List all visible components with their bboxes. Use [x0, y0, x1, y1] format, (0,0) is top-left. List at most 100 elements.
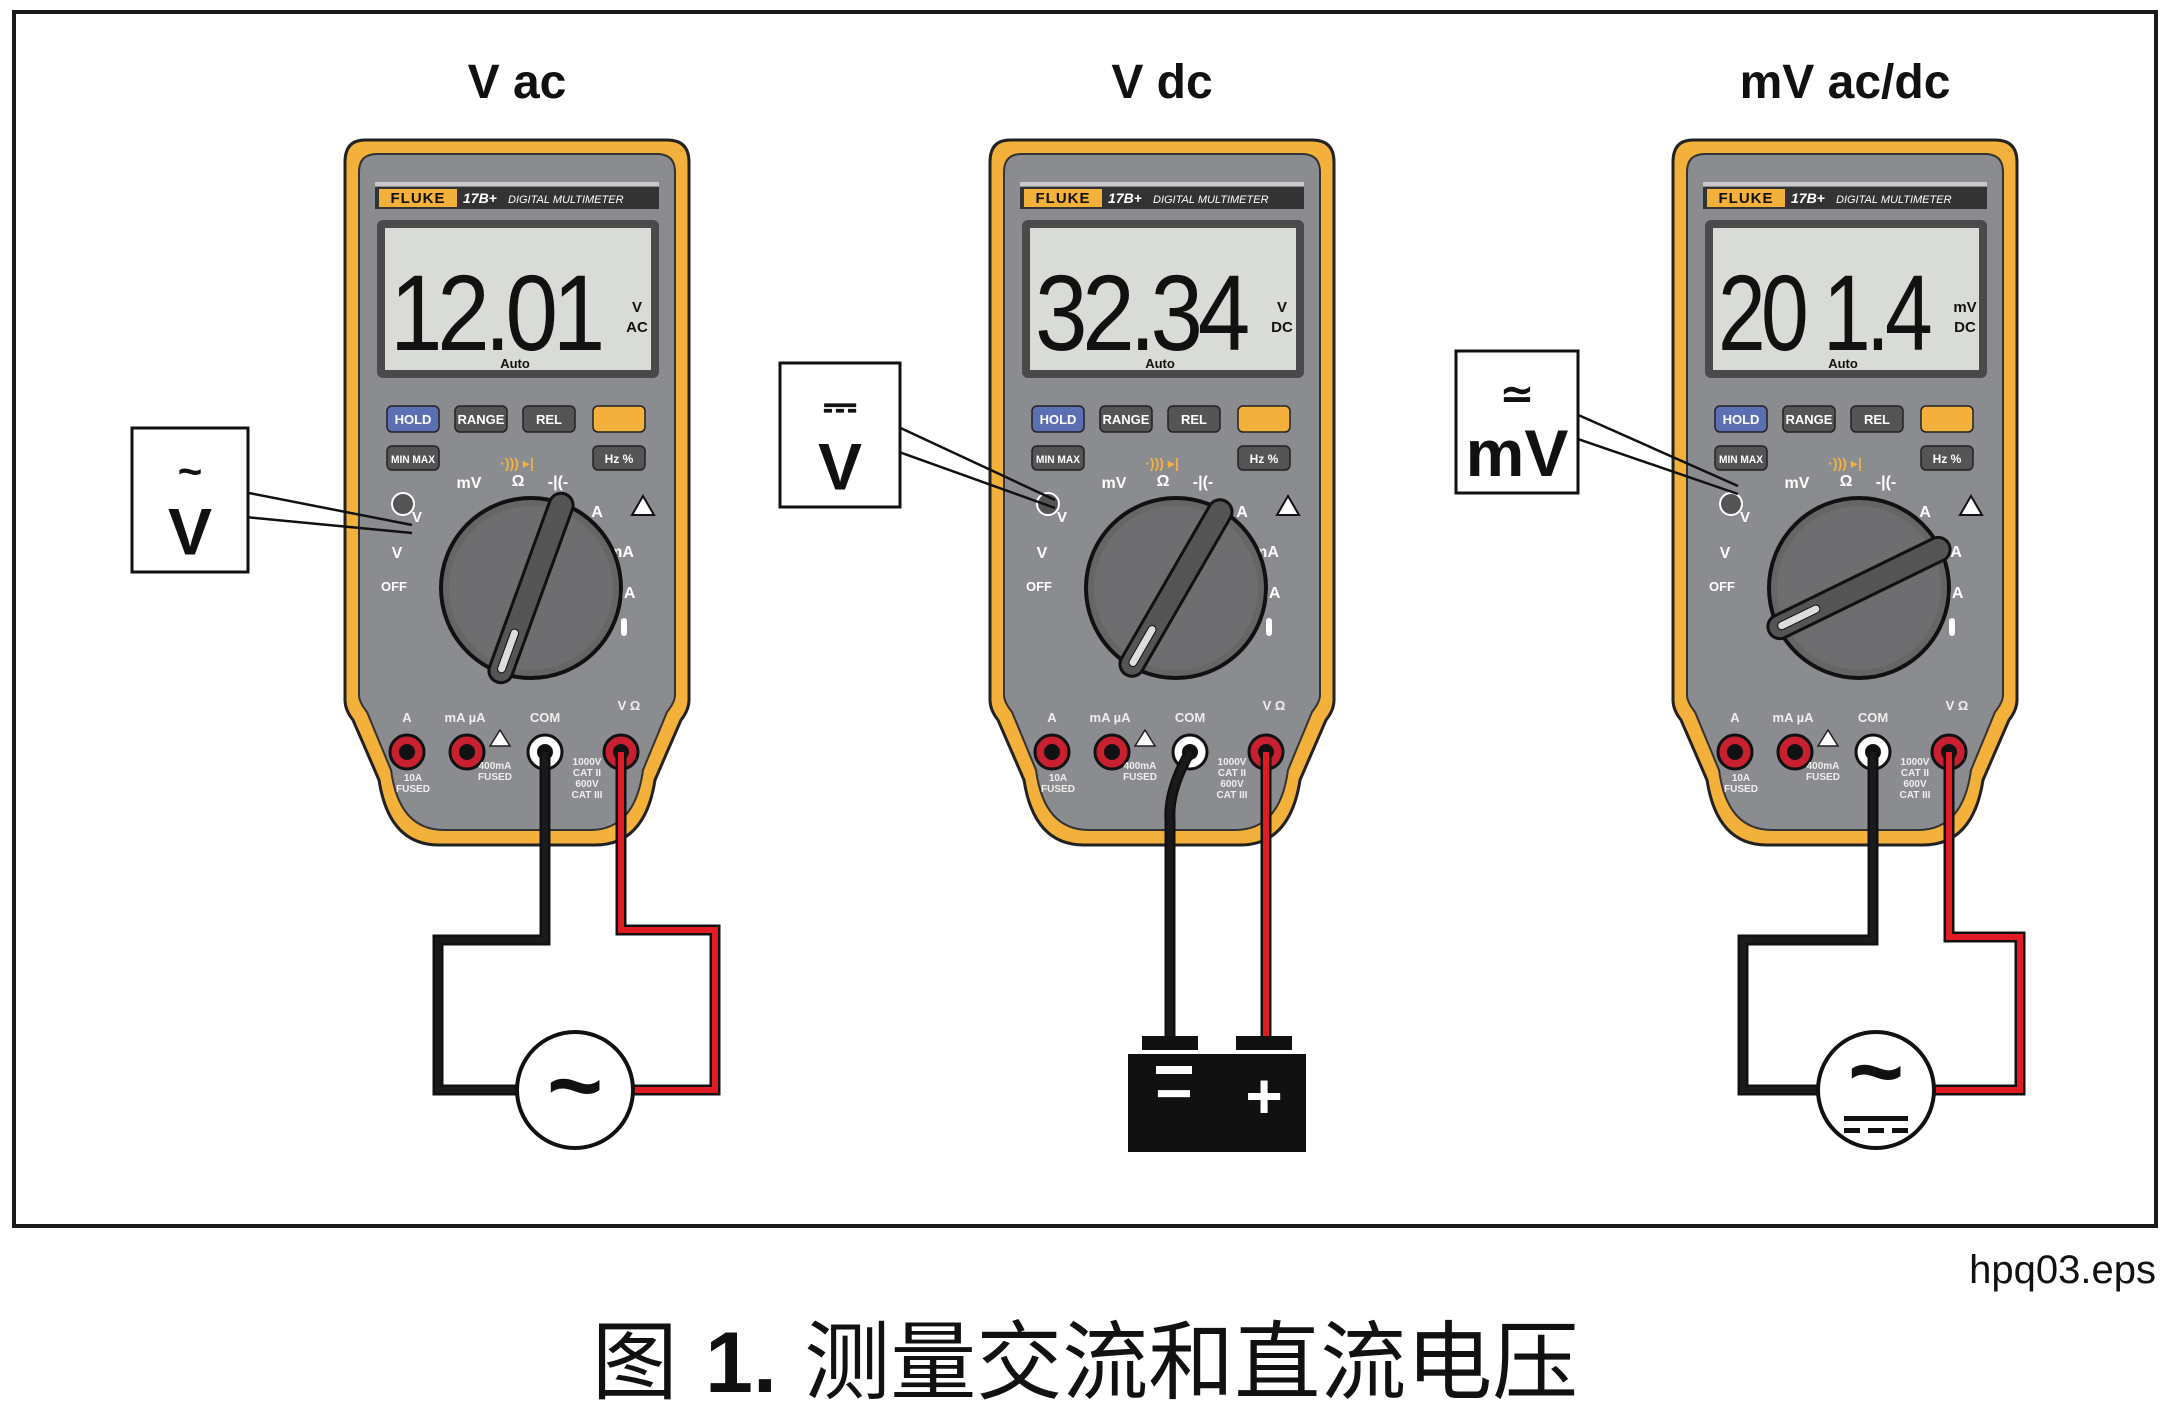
lcd-unit-top: V [1277, 299, 1287, 316]
lcd-reading: 12.01 [390, 252, 601, 373]
meter-title-3: mV ac/dc [1740, 56, 1951, 109]
hz-button-label: Hz % [1933, 452, 1962, 466]
warning-icon [1275, 494, 1301, 516]
dial-label-a: A [591, 504, 603, 521]
ac-dc-source-3-dc-dash-2 [1892, 1128, 1908, 1133]
dial-label-a: A [1919, 504, 1931, 521]
cat-ii: CAT II [1901, 768, 1929, 779]
cat-1000v: 1000V [1218, 757, 1247, 768]
lcd-mode: Auto [500, 356, 530, 371]
lcd-reading: 20 1.4 [1718, 252, 1930, 373]
dial-label-mv: mV [457, 475, 482, 492]
capacitor-icon: -|(- [1193, 474, 1213, 491]
rel-button-label: REL [536, 412, 562, 427]
thermometer-icon [621, 618, 627, 636]
capacitor-icon: -|(- [1876, 474, 1896, 491]
hold-button [1714, 405, 1768, 433]
ac-source-1-symbol: ~ [547, 1032, 603, 1139]
minmax-button-label: MIN MAX [391, 454, 436, 466]
jack-ma-hole [1104, 744, 1120, 760]
fuse-10a-sub: FUSED [1724, 784, 1758, 795]
jack-label-com: COM [1858, 710, 1888, 725]
dial-knob [1766, 535, 1952, 641]
red-lead-1 [618, 752, 718, 1093]
battery-plus: + [1245, 1060, 1282, 1132]
warning-icon [1958, 494, 1984, 516]
dial-label-mv: mV [1785, 475, 1810, 492]
jack-ma-hole [459, 744, 475, 760]
dial-label-vdc: V [1057, 509, 1067, 526]
rel-button-label: REL [1864, 412, 1890, 427]
continuity-icon: ·))) ▸| [1828, 455, 1861, 471]
hold-button-label: HOLD [395, 412, 432, 427]
jack-label-v: V Ω [618, 698, 641, 713]
lcd-unit-bottom: DC [1271, 319, 1293, 336]
minmax-button [386, 445, 440, 471]
callout-vac-symbol: ~ [178, 448, 203, 495]
jack-label-a: A [1730, 710, 1740, 725]
battery-terminal-pos [1236, 1036, 1292, 1050]
cat-iii: CAT III [572, 790, 603, 801]
range-button-label: RANGE [1103, 412, 1150, 427]
lcd-unit-top: V [632, 299, 642, 316]
ac-dc-source-3-dc-dash-1 [1868, 1128, 1884, 1133]
callout-vdc-unit: V [818, 430, 862, 504]
lcd-unit-bottom: AC [626, 319, 648, 336]
hz-button [1920, 445, 1974, 471]
callout-vac-leader-1 [247, 491, 413, 527]
dial-label-vac: V [1037, 545, 1048, 562]
lcd-mode: Auto [1145, 356, 1175, 371]
lcd-unit-bottom: DC [1954, 319, 1976, 336]
backlight-button [1237, 405, 1291, 433]
dial-label-ohm: Ω [1840, 473, 1853, 490]
rel-button [522, 405, 576, 433]
callout-vdc-leader-2 [899, 451, 1056, 510]
cat-1000v: 1000V [573, 757, 602, 768]
dial-knob [487, 491, 575, 685]
lcd-screen [385, 228, 651, 370]
dial-label-a: A [1236, 504, 1248, 521]
meter-trim [1020, 182, 1304, 186]
hold-button-label: HOLD [1723, 412, 1760, 427]
jack-label-ma: mA µA [445, 710, 487, 725]
model-description: DIGITAL MULTIMETER [508, 194, 624, 206]
rel-button [1850, 405, 1904, 433]
ac-dc-source-3-dc-line [1844, 1116, 1908, 1121]
range-button [454, 405, 508, 433]
fuse-10a-label: 10A [1732, 773, 1750, 784]
callout-mvac [1454, 349, 1580, 495]
hz-button-label: Hz % [605, 452, 634, 466]
model-description: DIGITAL MULTIMETER [1153, 194, 1269, 206]
callout-vac-leader-2 [247, 516, 413, 535]
brand-name: FLUKE [391, 190, 446, 207]
jack-warning-icon [488, 728, 512, 747]
minmax-button-label: MIN MAX [1719, 454, 1764, 466]
fuse-400ma-sub: FUSED [478, 772, 512, 783]
range-button [1782, 405, 1836, 433]
caption-prefix: 图 [591, 1313, 706, 1413]
hold-button [386, 405, 440, 433]
ac-dc-source-3-dc-dash-0 [1844, 1128, 1860, 1133]
cat-ii: CAT II [1218, 768, 1246, 779]
jack-label-v: V Ω [1946, 698, 1969, 713]
fuse-10a-sub: FUSED [1041, 784, 1075, 795]
model-number: 17B+ [1791, 190, 1825, 206]
meter-title-2: V dc [1111, 56, 1212, 109]
fuse-10a-label: 10A [404, 773, 422, 784]
fuse-10a-sub: FUSED [396, 784, 430, 795]
fuse-400ma-label: 400mA [1807, 761, 1840, 772]
dial-label-vac: V [1720, 545, 1731, 562]
backlight-icon [391, 492, 415, 516]
fuse-400ma-label: 400mA [479, 761, 512, 772]
thermometer-icon [1949, 618, 1955, 636]
black-lead-2 [1166, 750, 1193, 1040]
lcd-reading: 32.34 [1035, 252, 1248, 373]
dial-label-vdc: V [1740, 509, 1750, 526]
file-name: hpq03.eps [1969, 1248, 2156, 1292]
cat-iii: CAT III [1900, 790, 1931, 801]
lcd-screen [1713, 228, 1979, 370]
callout-vdc-symbol: ⎓ [823, 383, 857, 430]
battery-minus: − [1155, 1057, 1192, 1129]
